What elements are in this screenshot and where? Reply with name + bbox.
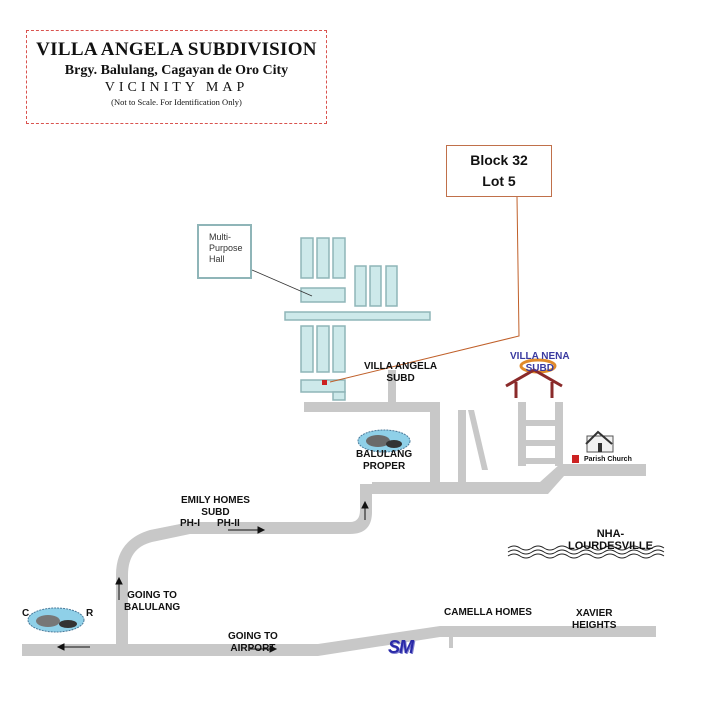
block [385, 265, 398, 307]
villa-nena-cross-3 [526, 458, 555, 464]
parish-church-label: Parish Church [584, 456, 632, 463]
block [300, 325, 314, 373]
block [332, 391, 346, 401]
lot-number: Lot 5 [482, 173, 516, 189]
subdivision-blocks [284, 237, 431, 401]
villa-nena-road-1 [458, 410, 466, 482]
lot-callout-line [329, 196, 520, 383]
camella-road-stub [449, 626, 453, 648]
block [284, 311, 431, 321]
arrow-icon [115, 576, 123, 600]
hall-label-2: Purpose [209, 243, 243, 253]
house-icon [505, 358, 563, 398]
hall-label-1: Multi- [209, 232, 231, 242]
block [332, 325, 346, 373]
cdo-landmark-icon [27, 607, 85, 633]
emily-homes-road [190, 484, 372, 534]
map-title: VILLA ANGELA SUBDIVISION [36, 39, 317, 60]
direction-arrows [56, 500, 369, 653]
map-subtitle: VICINITY MAP [104, 80, 249, 95]
xavier-heights-label: XAVIER HEIGHTS [572, 608, 617, 631]
block [369, 265, 382, 307]
road-network [22, 370, 656, 656]
multi-purpose-hall-box: Multi- Purpose Hall [197, 224, 252, 279]
hall-pointer-line [251, 269, 313, 297]
nha-lourdesville-label: NHA- LOURDESVILLE [568, 528, 653, 552]
phase-1-label: PH-I [180, 518, 200, 529]
lot-callout-box: Block 32 Lot 5 [446, 145, 552, 197]
balulang-landmark-icon [357, 429, 411, 453]
map-location: Brgy. Balulang, Cagayan de Oro City [64, 63, 289, 78]
cdo-label-right: R [86, 608, 94, 619]
block [300, 287, 346, 303]
map-title-box: VILLA ANGELA SUBDIVISION Brgy. Balulang,… [26, 30, 327, 124]
emily-homes-label: EMILY HOMES SUBD [181, 495, 250, 518]
villa-nena-road-3 [518, 402, 526, 466]
arrow-icon [250, 645, 278, 653]
church-road [540, 464, 646, 494]
block-number: Block 32 [470, 152, 528, 168]
going-to-balulang-label: GOING TO BALULANG [124, 590, 181, 613]
villa-angela-connector [430, 402, 440, 482]
villa-angela-label: VILLA ANGELA SUBD [364, 361, 438, 384]
villa-nena-road-2 [468, 410, 488, 470]
phase-2-label: PH-II [217, 518, 240, 529]
hall-label-3: Hall [209, 254, 225, 264]
villa-nena-cross-1 [526, 420, 555, 426]
balulang-proper-road [360, 482, 540, 494]
block [300, 237, 314, 279]
going-to-airport-label: GOING TO AIRPORT [228, 631, 278, 654]
villa-nena-cross-2 [526, 440, 555, 446]
cdo-label-left: C [22, 608, 30, 619]
church-icon [585, 430, 614, 453]
lot-marker [322, 380, 327, 385]
villa-angela-road [304, 402, 440, 412]
map-disclaimer: (Not to Scale. For Identification Only) [111, 97, 242, 107]
balulang-proper-label: BALULANG PROPER [356, 449, 413, 472]
balulang-road-curve [116, 522, 190, 648]
church-marker [572, 455, 579, 463]
nha-wave-lines [507, 545, 665, 559]
villa-nena-road-4 [555, 402, 563, 466]
arrow-icon [56, 643, 90, 651]
arrow-icon [361, 500, 369, 520]
arrow-icon [228, 526, 266, 534]
block [316, 237, 330, 279]
block [316, 325, 330, 373]
block [354, 265, 367, 307]
sm-logo: SM [388, 637, 414, 657]
subdivision-street [388, 370, 396, 402]
main-highway-east [228, 626, 656, 656]
block [332, 237, 346, 279]
camella-homes-label: CAMELLA HOMES [444, 607, 532, 618]
villa-nena-label: VILLA NENA SUBD [510, 351, 570, 374]
